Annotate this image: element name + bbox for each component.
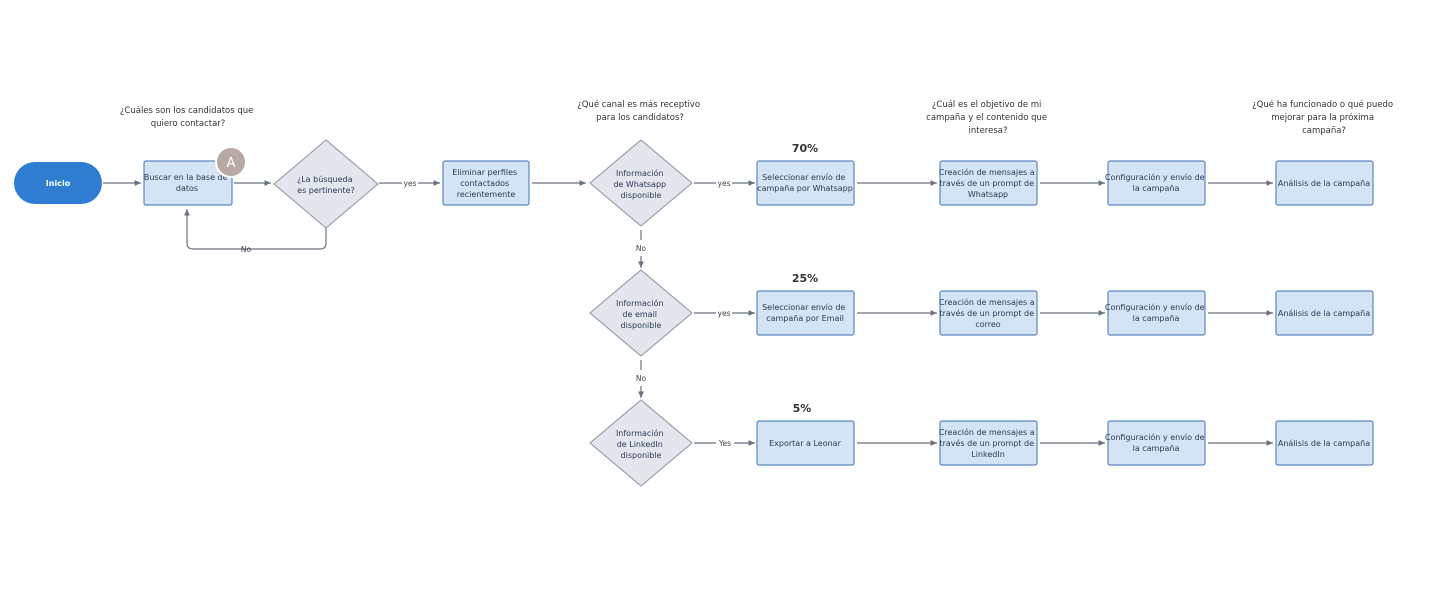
connectors (103, 180, 1273, 446)
node-buscar-label: Buscar en la base de datos (144, 173, 230, 193)
node-eliminar-label: Eliminar perfiles contactados recienteme… (452, 168, 520, 199)
node-eliminar[interactable]: Eliminar perfiles contactados recienteme… (442, 160, 530, 206)
node-crea-whatsapp[interactable]: Creación de mensajes a través de un prom… (939, 160, 1038, 206)
edge-label-yes: yes (718, 309, 731, 318)
decision-busqueda[interactable]: ¿La búsqueda es pertinente? (273, 139, 379, 229)
edge-label-yes: Yes (718, 439, 731, 448)
node-crea-email-label: Creación de mensajes a través de un prom… (939, 297, 1037, 329)
node-sel-email[interactable]: Seleccionar envío de campaña por Email (756, 290, 855, 336)
edge-label-no: No (241, 245, 252, 254)
decision-whatsapp-label: Información de Whatsapp disponible (613, 168, 668, 200)
node-analisis-email[interactable]: Análisis de la campaña (1275, 290, 1374, 336)
edge-label-no: No (636, 244, 647, 253)
start-node[interactable]: Inicio (14, 162, 102, 204)
node-sel-email-label: Seleccionar envío de campaña por Email (762, 303, 848, 323)
node-analisis-label: Análisis de la campaña (1278, 179, 1370, 188)
node-config-email[interactable]: Configuración y envío de la campaña (1105, 290, 1207, 336)
start-label: Inicio (46, 179, 71, 188)
node-config-label: Configuración y envío de la campaña (1105, 172, 1207, 193)
edge-label-no: No (636, 374, 647, 383)
pct-whatsapp: 70% (792, 142, 818, 155)
node-sel-whatsapp-label: Seleccionar envío de campaña por Whatsap… (757, 173, 853, 193)
node-analisis-linkedin[interactable]: Análisis de la campaña (1275, 420, 1374, 466)
decision-busqueda-label: ¿La búsqueda es pertinente? (297, 175, 355, 195)
node-exportar[interactable]: Exportar a Leonar (756, 420, 855, 466)
node-config-label: Configuración y envío de la campaña (1105, 302, 1207, 323)
question-objective: ¿Cuál es el objetivo de mi campaña y el … (926, 100, 1050, 136)
node-config-whatsapp[interactable]: Configuración y envío de la campaña (1105, 160, 1207, 206)
node-crea-linkedin-label: Creación de mensajes a través de un prom… (939, 427, 1037, 459)
node-config-label: Configuración y envío de la campaña (1105, 432, 1207, 453)
pct-email: 25% (792, 272, 818, 285)
pct-linkedin: 5% (793, 402, 812, 415)
avatar-initial: A (227, 156, 236, 171)
decision-linkedin[interactable]: Información de LinkedIn disponible (589, 399, 693, 487)
node-sel-whatsapp[interactable]: Seleccionar envío de campaña por Whatsap… (756, 160, 855, 206)
node-analisis-whatsapp[interactable]: Análisis de la campaña (1275, 160, 1374, 206)
node-buscar[interactable]: Buscar en la base de datos (143, 160, 233, 206)
start-pill (14, 162, 102, 204)
node-exportar-label: Exportar a Leonar (769, 439, 841, 448)
node-crea-email[interactable]: Creación de mensajes a través de un prom… (939, 290, 1038, 336)
node-analisis-label: Análisis de la campaña (1278, 439, 1370, 448)
decision-email-label: Información de email disponible (616, 298, 666, 330)
avatar-circle (215, 146, 247, 178)
decision-whatsapp[interactable]: Información de Whatsapp disponible (589, 139, 693, 227)
decision-email[interactable]: Información de email disponible (589, 269, 693, 357)
avatar[interactable]: A (215, 146, 247, 178)
node-analisis-label: Análisis de la campaña (1278, 309, 1370, 318)
edge-label-yes: yes (404, 179, 417, 188)
question-candidates: ¿Cuáles son los candidatos que quiero co… (120, 106, 256, 129)
node-crea-whatsapp-label: Creación de mensajes a través de un prom… (939, 167, 1037, 199)
decision-linkedin-label: Información de LinkedIn disponible (616, 428, 666, 460)
question-channel: ¿Qué canal es más receptivo para los can… (577, 99, 703, 123)
edge-label-yes: yes (718, 179, 731, 188)
node-crea-linkedin[interactable]: Creación de mensajes a través de un prom… (939, 420, 1038, 466)
node-config-linkedin[interactable]: Configuración y envío de la campaña (1105, 420, 1207, 466)
question-improve: ¿Qué ha funcionado o qué puedo mejorar p… (1252, 99, 1396, 136)
